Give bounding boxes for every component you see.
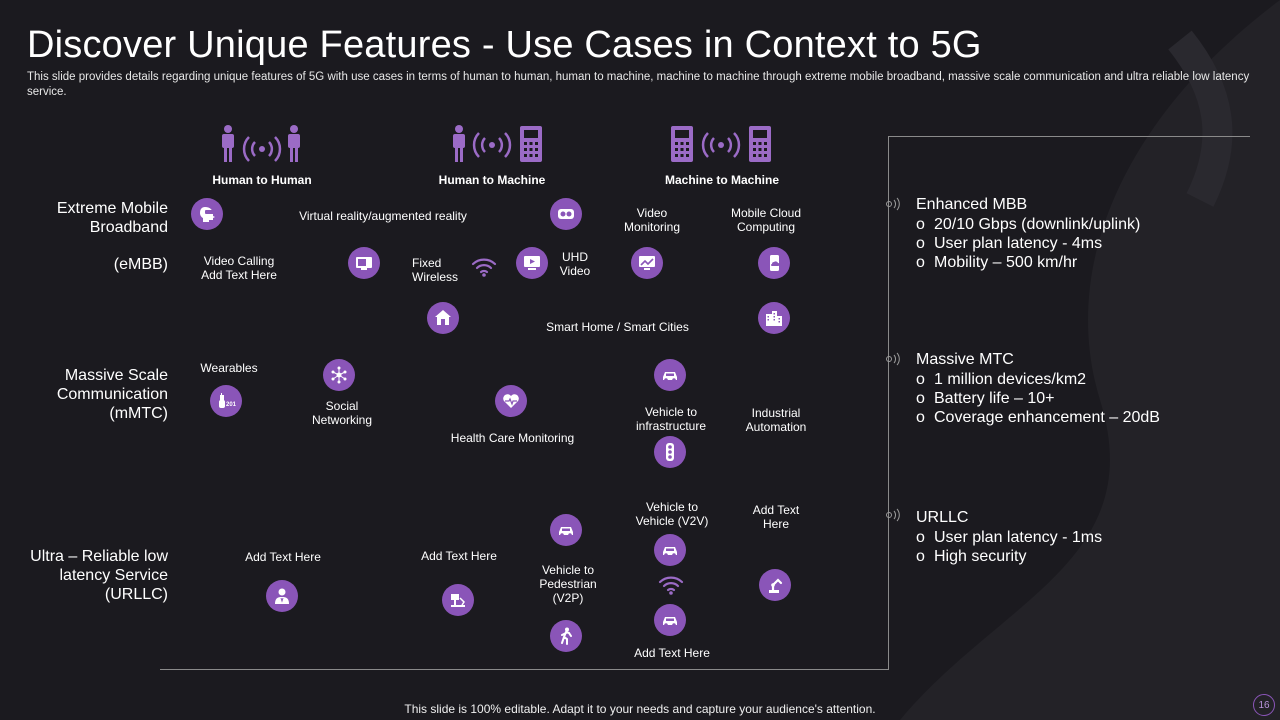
traffic-light-icon: [654, 436, 686, 468]
column-header-human-to-human: Human to Human: [212, 173, 312, 187]
v2v-car-bottom-icon: [654, 604, 686, 636]
label-smart-home: Smart Home / Smart Cities: [546, 320, 689, 334]
label-wearables: Wearables: [200, 361, 258, 375]
list-item: User plan latency - 1ms: [916, 528, 1102, 547]
v2i-car-icon: [654, 359, 686, 391]
pedestrian-icon: [550, 620, 582, 652]
list-item: Coverage enhancement – 20dB: [916, 408, 1160, 427]
embb-signal-icon: [886, 197, 900, 211]
health-heart-icon: [495, 385, 527, 417]
human-to-machine-icon: [453, 125, 542, 162]
urllc-signal-icon: [886, 508, 900, 522]
footer-note: This slide is 100% editable. Adapt it to…: [404, 702, 876, 716]
panel-left-border: [888, 136, 889, 670]
industrial-robot-icon: [759, 569, 791, 601]
wearable-band-icon: 201: [210, 385, 242, 417]
label-urllc-add-text-2: Add Text Here: [421, 549, 497, 563]
row-label-mmtc: Massive Scale Communication (mMTC): [56, 367, 168, 422]
panel-bottom-border: [160, 669, 889, 670]
page-number: 16: [1253, 694, 1275, 716]
video-call-icon: [348, 247, 380, 279]
v2v-car-top-icon: [654, 534, 686, 566]
label-vr: Virtual reality/augmented reality: [299, 209, 467, 223]
list-item: High security: [916, 547, 1102, 566]
smart-city-icon: [758, 302, 790, 334]
list-item: 1 million devices/km2: [916, 370, 1160, 389]
video-monitoring-icon: [631, 247, 663, 279]
feature-urllc-title: URLLC: [916, 509, 969, 526]
feature-embb-title: Enhanced MBB: [916, 196, 1028, 213]
panel-top-border: [888, 136, 1250, 137]
row-label-urllc: Ultra – Reliable low latency Service (UR…: [30, 548, 168, 603]
human-to-human-icon: [222, 125, 300, 162]
v2p-car-icon: [550, 514, 582, 546]
list-item: 20/10 Gbps (downlink/uplink): [916, 215, 1140, 234]
list-item: Mobility – 500 km/hr: [916, 253, 1140, 272]
vr-headset-icon: [191, 198, 223, 230]
row-label-embb-abbr: (eMBB): [113, 256, 168, 273]
feature-mmtc: Massive MTC 1 million devices/km2 Batter…: [916, 350, 1160, 427]
label-urllc-add-text-4: Add Text Here: [634, 646, 710, 660]
column-header-human-to-machine: Human to Machine: [438, 173, 546, 187]
remote-surgery-icon: [442, 584, 474, 616]
svg-text:201: 201: [226, 402, 236, 408]
vr-goggles-icon: [550, 198, 582, 230]
label-urllc-add-text-1: Add Text Here: [245, 550, 321, 564]
feature-urllc: URLLC User plan latency - 1ms High secur…: [916, 508, 1102, 566]
mmtc-signal-icon: [886, 352, 900, 366]
page-subtitle: This slide provides details regarding un…: [27, 71, 1250, 98]
page-title: Discover Unique Features - Use Cases in …: [27, 24, 982, 66]
row-label-embb: Extreme Mobile Broadband: [56, 200, 168, 236]
uhd-video-icon: [516, 247, 548, 279]
smart-home-icon: [427, 302, 459, 334]
doctor-icon: [266, 580, 298, 612]
list-item: Battery life – 10+: [916, 389, 1160, 408]
mobile-cloud-icon: [758, 247, 790, 279]
list-item: User plan latency - 4ms: [916, 234, 1140, 253]
feature-urllc-list: User plan latency - 1ms High security: [916, 528, 1102, 566]
feature-embb: Enhanced MBB 20/10 Gbps (downlink/uplink…: [916, 195, 1140, 272]
feature-embb-list: 20/10 Gbps (downlink/uplink) User plan l…: [916, 215, 1140, 272]
v2v-wifi-icon: [658, 576, 684, 595]
wifi-icon: [471, 258, 497, 277]
label-health-care: Health Care Monitoring: [450, 431, 575, 445]
machine-to-machine-icon: [671, 126, 771, 162]
feature-mmtc-list: 1 million devices/km2 Battery life – 10+…: [916, 370, 1160, 427]
social-network-icon: [323, 359, 355, 391]
column-header-machine-to-machine: Machine to Machine: [664, 173, 780, 187]
feature-mmtc-title: Massive MTC: [916, 351, 1014, 368]
